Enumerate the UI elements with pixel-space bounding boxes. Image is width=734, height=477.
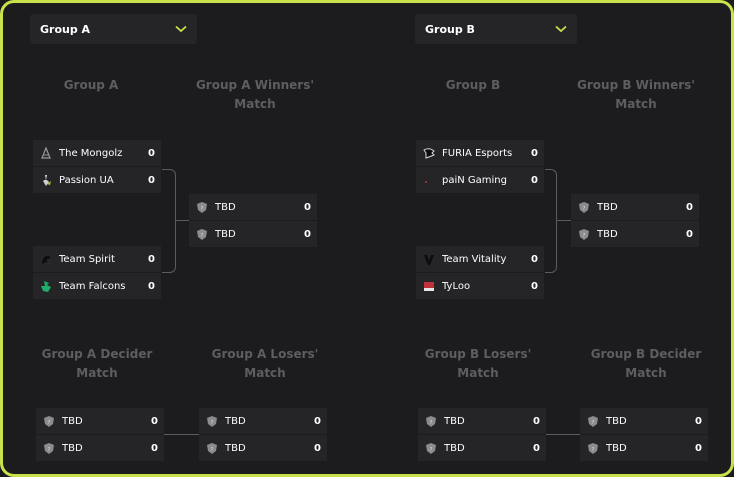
pain-gaming-logo <box>422 174 435 187</box>
match-group-b-decider: ? TBD 0 ? TBD 0 <box>580 408 708 461</box>
tbd-shield-icon: ? <box>42 415 55 428</box>
match-group-a-winners: ? TBD 0 ? TBD 0 <box>189 194 317 247</box>
team-slot[interactable]: ? TBD 0 <box>199 435 327 461</box>
tbd-shield-icon: ? <box>195 201 208 214</box>
chevron-down-icon <box>555 25 567 33</box>
mongolz-logo <box>39 146 52 160</box>
match-group-b-opening-2: Team Vitality 0 TyLoo 0 <box>416 246 544 299</box>
group-a-dropdown-label: Group A <box>40 22 91 36</box>
round-title-group-b-losers: Group B Losers' Match <box>424 347 532 380</box>
team-slot[interactable]: ? TBD 0 <box>418 435 546 461</box>
passion-ua-logo <box>39 174 52 187</box>
tbd-shield-icon: ? <box>205 415 218 428</box>
team-slot[interactable]: Passion UA 0 <box>33 167 161 193</box>
tbd-shield-icon: ? <box>424 442 437 455</box>
svg-text:?: ? <box>591 420 594 426</box>
svg-text:?: ? <box>210 420 213 426</box>
bracket-connector <box>164 434 199 435</box>
match-group-b-opening-1: FURIA Esports 0 paiN Gaming 0 <box>416 140 544 193</box>
chevron-down-icon <box>175 25 187 33</box>
team-slot[interactable]: ? TBD 0 <box>580 435 708 461</box>
team-spirit-logo <box>39 253 52 266</box>
tbd-shield-icon: ? <box>586 415 599 428</box>
bracket-connector <box>545 169 557 273</box>
team-slot[interactable]: ? TBD 0 <box>189 194 317 220</box>
tbd-shield-icon: ? <box>42 442 55 455</box>
team-slot[interactable]: ? TBD 0 <box>36 408 164 434</box>
group-a-dropdown[interactable]: Group A <box>30 14 197 44</box>
match-group-b-losers: ? TBD 0 ? TBD 0 <box>418 408 546 461</box>
team-slot[interactable]: The Mongolz 0 <box>33 140 161 166</box>
match-group-b-winners: ? TBD 0 ? TBD 0 <box>571 194 699 247</box>
svg-text:?: ? <box>591 447 594 453</box>
match-group-a-losers: ? TBD 0 ? TBD 0 <box>199 408 327 461</box>
furia-logo <box>422 147 435 160</box>
team-slot[interactable]: ? TBD 0 <box>36 435 164 461</box>
round-title-group-b-decider: Group B Decider Match <box>590 347 702 380</box>
svg-text:?: ? <box>429 420 432 426</box>
team-vitality-logo <box>422 253 435 266</box>
match-group-a-opening-2: Team Spirit 0 Team Falcons 0 <box>33 246 161 299</box>
svg-text:?: ? <box>47 420 50 426</box>
svg-text:?: ? <box>582 206 585 212</box>
tbd-shield-icon: ? <box>586 442 599 455</box>
round-title-group-a-losers: Group A Losers' Match <box>211 347 319 380</box>
group-b-dropdown[interactable]: Group B <box>415 14 577 44</box>
svg-text:?: ? <box>429 447 432 453</box>
tbd-shield-icon: ? <box>577 228 590 241</box>
tbd-shield-icon: ? <box>424 415 437 428</box>
tbd-shield-icon: ? <box>577 201 590 214</box>
bracket-connector <box>176 220 189 221</box>
team-slot[interactable]: FURIA Esports 0 <box>416 140 544 166</box>
round-title-group-b: Group B <box>445 78 501 92</box>
round-title-group-a-decider: Group A Decider Match <box>41 347 153 380</box>
team-slot[interactable]: TyLoo 0 <box>416 273 544 299</box>
svg-text:?: ? <box>200 206 203 212</box>
bracket-connector <box>557 220 571 221</box>
team-slot[interactable]: Team Falcons 0 <box>33 273 161 299</box>
bracket-connector <box>546 434 580 435</box>
team-slot[interactable]: ? TBD 0 <box>580 408 708 434</box>
round-title-group-b-winners: Group B Winners' Match <box>577 78 695 111</box>
group-b-dropdown-label: Group B <box>425 22 475 36</box>
team-slot[interactable]: ? TBD 0 <box>418 408 546 434</box>
team-slot[interactable]: ? TBD 0 <box>571 221 699 247</box>
team-slot[interactable]: paiN Gaming 0 <box>416 167 544 193</box>
round-title-group-a: Group A <box>63 78 119 92</box>
team-slot[interactable]: ? TBD 0 <box>199 408 327 434</box>
tbd-shield-icon: ? <box>205 442 218 455</box>
round-title-group-a-winners: Group A Winners' Match <box>195 78 315 111</box>
team-slot[interactable]: Team Spirit 0 <box>33 246 161 272</box>
team-slot[interactable]: ? TBD 0 <box>189 221 317 247</box>
team-falcons-logo <box>39 280 52 293</box>
match-group-a-decider: ? TBD 0 ? TBD 0 <box>36 408 164 461</box>
svg-text:?: ? <box>200 233 203 239</box>
svg-text:?: ? <box>582 233 585 239</box>
tbd-shield-icon: ? <box>195 228 208 241</box>
svg-text:?: ? <box>210 447 213 453</box>
bracket-connector <box>162 169 176 273</box>
match-group-a-opening-1: The Mongolz 0 Passion UA 0 <box>33 140 161 193</box>
team-slot[interactable]: Team Vitality 0 <box>416 246 544 272</box>
svg-text:?: ? <box>47 447 50 453</box>
tyloo-logo <box>422 280 435 293</box>
team-slot[interactable]: ? TBD 0 <box>571 194 699 220</box>
